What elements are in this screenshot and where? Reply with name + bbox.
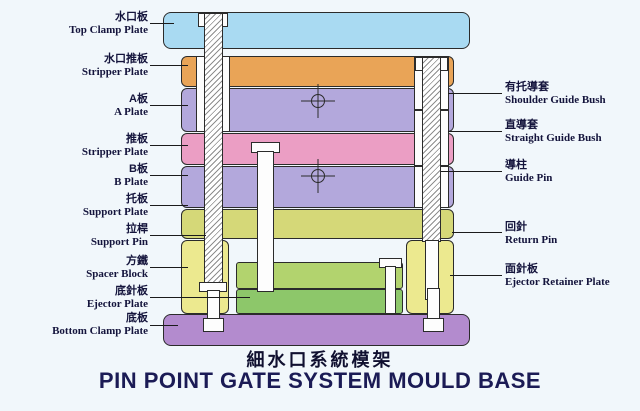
label-zh: 面針板 (505, 263, 538, 275)
bolt-right-nut (423, 318, 444, 332)
label-en: Guide Pin (505, 172, 553, 184)
label-en: Stripper Plate (81, 66, 148, 78)
leader-line (150, 175, 188, 176)
label-zh: 方鐵 (126, 255, 148, 267)
leader-line (150, 105, 188, 106)
label-support-plate: 托板 Support Plate (0, 193, 148, 219)
plate-support (181, 209, 454, 239)
label-spacer-block: 方鐵 Spacer Block (0, 255, 148, 281)
label-zh: 導柱 (505, 159, 527, 171)
label-en: Return Pin (505, 234, 558, 246)
label-stripper-plate-lower: 推板 Stripper Plate (0, 133, 148, 159)
label-en: Ejector Retainer Plate (505, 276, 610, 288)
leader-line (150, 65, 188, 66)
label-en: Support Pin (90, 236, 148, 248)
support-pin (257, 151, 274, 292)
label-zh: A板 (129, 93, 148, 105)
label-return-pin: 回針 Return Pin (505, 221, 639, 247)
label-guide-pin: 導柱 Guide Pin (505, 159, 639, 185)
bolt-right-shaft (427, 288, 440, 322)
leader-line (441, 171, 502, 172)
label-zh: 有托導套 (505, 81, 549, 93)
leader-line (150, 267, 188, 268)
label-zh: 托板 (126, 193, 148, 205)
leader-line (150, 297, 250, 298)
diagram-title-english: PIN POINT GATE SYSTEM MOULD BASE (98, 368, 542, 393)
label-zh: 直導套 (505, 119, 538, 131)
label-shoulder-guide-bush: 有托導套 Shoulder Guide Bush (505, 81, 639, 107)
diagram-title-chinese: 細水口系統模架 (246, 350, 394, 370)
guide-pin-left (204, 13, 223, 288)
leader-line (150, 23, 174, 24)
leader-line (150, 145, 188, 146)
leader-line (452, 232, 502, 233)
label-stripper-plate-upper: 水口推板 Stripper Plate (0, 53, 148, 79)
label-zh: B板 (129, 163, 148, 175)
label-zh: 水口板 (115, 11, 148, 23)
label-zh: 拉桿 (126, 223, 148, 235)
crosshair-icon (301, 84, 335, 118)
label-ejector-retainer-plate: 面針板 Ejector Retainer Plate (505, 263, 639, 289)
label-zh: 底針板 (115, 285, 148, 297)
guide-pin-right (422, 57, 441, 242)
label-support-pin: 拉桿 Support Pin (0, 223, 148, 249)
label-en: Bottom Clamp Plate (52, 325, 148, 337)
crosshair-icon (301, 159, 335, 193)
label-en: A Plate (114, 106, 148, 118)
leader-line (150, 325, 178, 326)
label-en: Ejector Plate (86, 298, 148, 310)
label-en: Top Clamp Plate (68, 24, 148, 36)
label-bottom-clamp-plate: 底板 Bottom Clamp Plate (0, 312, 148, 338)
label-zh: 回針 (505, 221, 527, 233)
label-b-plate: B板 B Plate (0, 163, 148, 189)
leader-line (150, 205, 188, 206)
label-zh: 底板 (126, 312, 148, 324)
leader-line (150, 235, 206, 236)
label-zh: 水口推板 (104, 53, 148, 65)
label-top-clamp-plate: 水口板 Top Clamp Plate (0, 11, 148, 37)
label-zh: 推板 (126, 133, 148, 145)
return-pin (385, 266, 396, 314)
leader-line (448, 131, 502, 132)
label-en: Stripper Plate (81, 146, 148, 158)
label-en: Shoulder Guide Bush (505, 94, 606, 106)
label-en: Support Plate (82, 206, 148, 218)
label-en: Spacer Block (86, 268, 148, 280)
label-ejector-plate: 底針板 Ejector Plate (0, 285, 148, 311)
plate-ejector (236, 289, 403, 314)
bolt-left-nut (203, 318, 224, 332)
label-straight-guide-bush: 直導套 Straight Guide Bush (505, 119, 639, 145)
label-a-plate: A板 A Plate (0, 93, 148, 119)
label-en: Straight Guide Bush (505, 132, 602, 144)
leader-line (450, 275, 502, 276)
label-en: B Plate (114, 176, 148, 188)
leader-line (448, 93, 502, 94)
